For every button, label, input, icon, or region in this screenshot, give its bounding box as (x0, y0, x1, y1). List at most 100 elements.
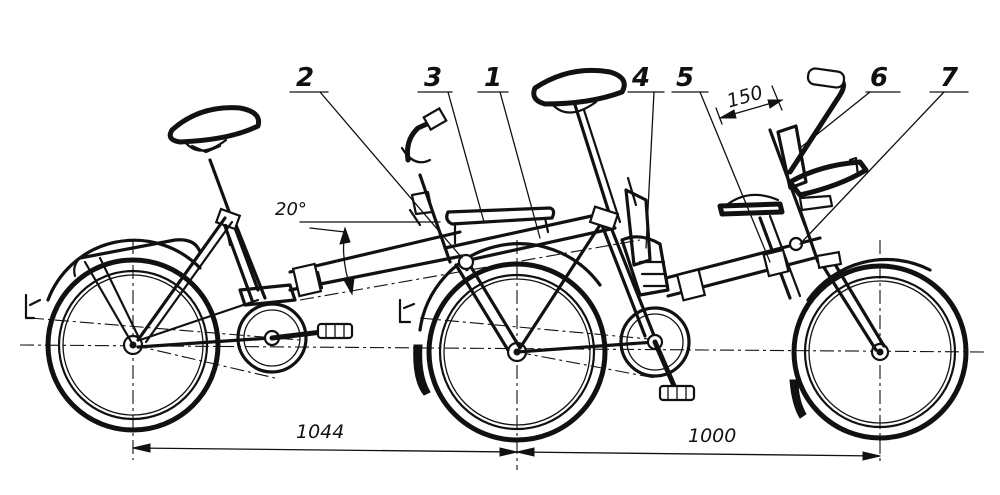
child-backrest (776, 124, 808, 190)
middle-rim-inner (443, 278, 591, 426)
middle-seat-post (573, 103, 614, 224)
rear-chain-line-upper (29, 317, 301, 341)
front-handlebar (787, 75, 846, 175)
rear-crank-arm (269, 329, 325, 341)
center-lines (19, 239, 986, 470)
arrowhead-1000-left (516, 447, 535, 457)
dimension-line-1000 (516, 451, 881, 457)
callout-1-leader (499, 91, 541, 239)
rear-rim-inner (62, 274, 204, 416)
front-rim (803, 275, 957, 429)
child-seat-base (717, 201, 785, 217)
front-mudflap (789, 379, 807, 419)
rear-chainring (236, 302, 308, 374)
rear-rim (57, 269, 209, 421)
rear-chain-line-lower (132, 344, 276, 379)
rear-chainring-inner (243, 309, 301, 367)
front-handlebar-grip (806, 67, 846, 89)
dimension-150-ext-right (771, 85, 783, 111)
middle-seat-tube (610, 228, 657, 340)
hinge-joint (457, 253, 475, 271)
middle-grip (422, 106, 448, 132)
rear-lower-stay (138, 298, 260, 342)
rear-saddle-rail (190, 144, 222, 154)
middle-saddle-spring (550, 100, 598, 114)
angle-arrow-top (339, 226, 351, 245)
callout-1: 1 (484, 63, 502, 93)
rear-crankset (236, 302, 354, 374)
angle-arrow-bottom (343, 277, 355, 296)
front-fender (806, 257, 932, 302)
coupling-clamp-bolt (316, 270, 324, 290)
rear-reflector (24, 293, 42, 320)
middle-fork-a (466, 260, 522, 350)
callout-5-leader (699, 91, 771, 263)
callout-3-leader (447, 91, 485, 223)
top-tube-carrier (445, 206, 556, 226)
callout-5: 5 (676, 63, 694, 93)
stem-offset-dimension: 150 (715, 81, 784, 125)
middle-chainring-inner (626, 313, 684, 371)
wheelbase-dimensions: 1044 1000 (132, 421, 881, 461)
coupling-tube (288, 230, 464, 298)
front-coupling-clamp (675, 268, 707, 302)
dimension-1044: 1044 (296, 421, 344, 443)
callout-6-leader (799, 91, 871, 149)
dimension-line-1044 (132, 447, 518, 453)
rear-saddle (167, 105, 262, 145)
front-saddle-clamp (798, 194, 834, 212)
middle-crankset (619, 306, 696, 402)
middle-mudflap (413, 344, 431, 396)
front-steerer-clamp (762, 248, 790, 278)
rear-rack-strut-a (83, 260, 135, 347)
coupling-housing (620, 235, 670, 297)
dimension-1000: 1000 (688, 425, 736, 447)
middle-chainring (619, 306, 691, 378)
coupling-tube-top (288, 230, 462, 274)
dimension-150-ext-left (715, 107, 723, 125)
front-fork-a (816, 256, 878, 352)
middle-chain-stay (515, 340, 657, 354)
middle-rim (438, 273, 596, 431)
arrowhead-1044-left (132, 443, 151, 453)
coupling-housing-ribs (638, 260, 670, 288)
callout-2: 2 (296, 63, 314, 93)
rear-rack-strut-b (98, 256, 142, 342)
middle-reflector (398, 298, 416, 324)
middle-handlebar-curl (400, 146, 432, 164)
callout-4-leader (645, 91, 655, 249)
callouts: 2 3 1 4 5 6 7 (289, 63, 969, 263)
front-joint (788, 236, 804, 252)
middle-fork-b (454, 263, 510, 352)
rear-frame (136, 105, 297, 349)
callout-7: 7 (940, 63, 959, 93)
front-saddle (787, 159, 869, 198)
angle-leader (309, 227, 346, 233)
front-head-tube (798, 208, 820, 264)
rear-seat-stay-a (136, 216, 227, 342)
dimension-150: 150 (724, 81, 765, 112)
tube-angle-dimension: 20° (275, 199, 441, 296)
middle-seat-tube-b (598, 218, 647, 338)
front-fork-b (828, 254, 886, 348)
rear-bottom-bracket (238, 283, 297, 307)
front-axle (876, 348, 884, 356)
coupling-clamp (291, 262, 323, 298)
carrier-leg-b (543, 216, 550, 234)
callout-4: 4 (631, 63, 650, 93)
callout-6: 6 (870, 63, 888, 93)
tube-angle-label: 20° (275, 199, 307, 220)
middle-frame (400, 67, 670, 354)
main-top-tube-b (458, 226, 617, 264)
middle-wheel (398, 242, 608, 443)
front-chain-line-lower (516, 351, 656, 379)
callout-7-leader (799, 91, 945, 245)
coupling-bracket-pin (626, 176, 638, 207)
middle-crank-arm (652, 339, 678, 391)
arrowhead-150-left (718, 109, 737, 119)
front-saddle-tip (848, 156, 860, 178)
middle-stem-clamp (410, 190, 434, 216)
rear-tire-outer (45, 257, 221, 433)
